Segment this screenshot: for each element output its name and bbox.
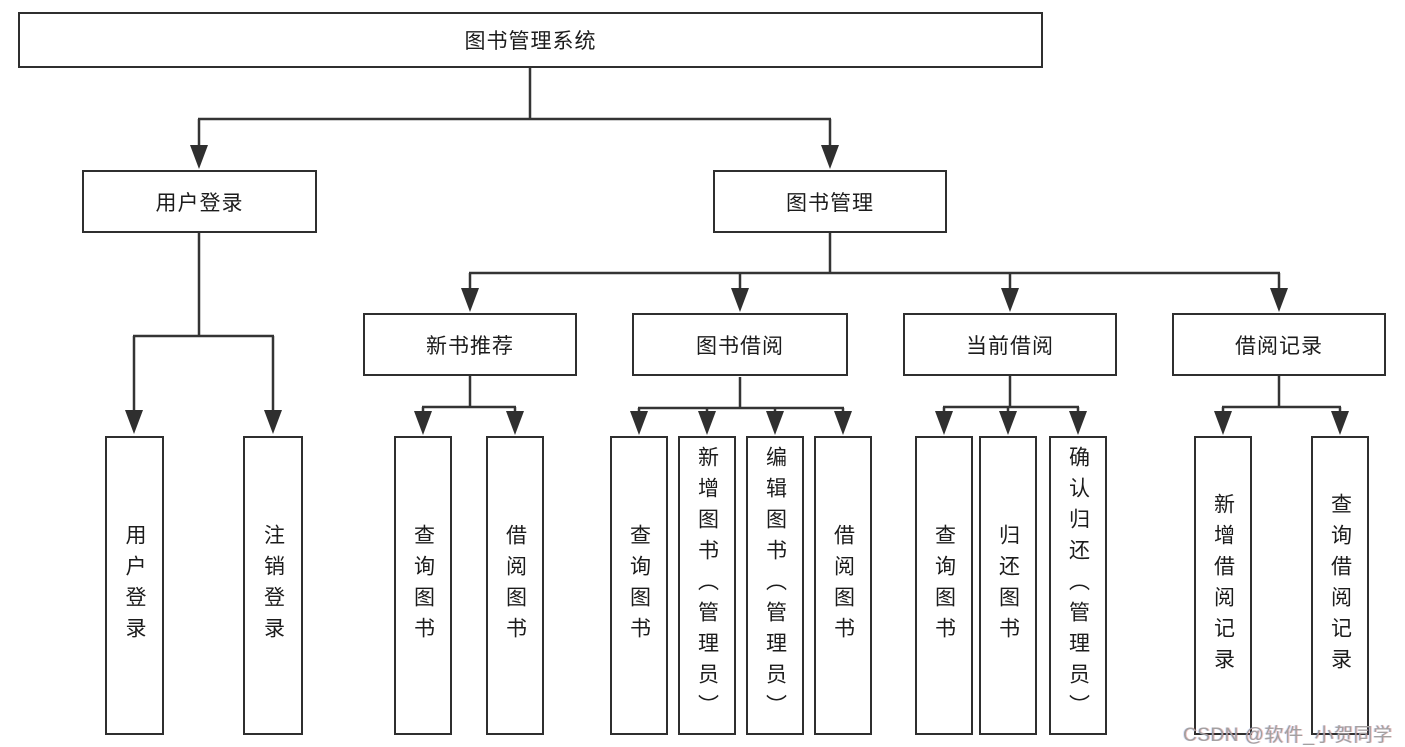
node-current-borrow-label: 当前借阅 [966, 334, 1054, 358]
leaf-user-login-label: 用户登录 [123, 523, 146, 648]
arrowhead [264, 410, 282, 434]
leaf-edit-book-admin: 编辑图书（管理员） [746, 436, 804, 735]
leaf-borrow-book: 借阅图书 [814, 436, 872, 735]
node-book-management-label: 图书管理 [786, 191, 874, 215]
leaf-confirm-return-admin-label: 确认归还（管理员） [1066, 446, 1090, 725]
arrowhead [731, 288, 749, 312]
node-user-login-label: 用户登录 [155, 191, 244, 215]
node-new-book-recommend: 新书推荐 [363, 313, 577, 376]
connector-user-login-children [125, 233, 282, 434]
connector-new-book-recommend-children [414, 376, 524, 435]
arrowhead [506, 411, 524, 435]
leaf-borrow-book-recommend: 借阅图书 [486, 436, 544, 735]
arrowhead [834, 411, 852, 435]
leaf-add-book-admin: 新增图书（管理员） [678, 436, 736, 735]
leaf-query-book-current-label: 查询图书 [932, 523, 956, 648]
leaf-logout-label: 注销登录 [261, 523, 285, 648]
leaf-confirm-return-admin: 确认归还（管理员） [1049, 436, 1107, 735]
arrowhead [1270, 288, 1288, 312]
leaf-query-book-current: 查询图书 [915, 436, 973, 735]
leaf-edit-book-admin-label: 编辑图书（管理员） [763, 446, 787, 725]
node-book-management: 图书管理 [713, 170, 947, 233]
arrowhead [698, 411, 716, 435]
arrowhead [766, 411, 784, 435]
node-new-book-recommend-label: 新书推荐 [426, 334, 514, 358]
leaf-query-borrow-record: 查询借阅记录 [1311, 436, 1369, 735]
leaf-query-borrow-record-label: 查询借阅记录 [1328, 492, 1352, 679]
connector-book-management-children [461, 233, 1288, 312]
node-root-label: 图书管理系统 [464, 30, 597, 53]
arrowhead [125, 410, 143, 434]
node-book-borrow-label: 图书借阅 [696, 334, 784, 358]
connector-book-borrow-children [630, 377, 852, 435]
arrowhead [190, 145, 208, 169]
arrowhead [630, 411, 648, 435]
leaf-add-book-admin-label: 新增图书（管理员） [695, 446, 719, 725]
node-book-borrow: 图书借阅 [632, 313, 848, 376]
arrowhead [414, 411, 432, 435]
node-borrow-record-label: 借阅记录 [1235, 334, 1323, 358]
leaf-borrow-book-label: 借阅图书 [831, 523, 855, 648]
node-borrow-record: 借阅记录 [1172, 313, 1386, 376]
node-root: 图书管理系统 [18, 12, 1043, 68]
arrowhead [1331, 411, 1349, 435]
arrowhead [461, 288, 479, 312]
leaf-logout: 注销登录 [243, 436, 303, 735]
node-user-login: 用户登录 [82, 170, 317, 233]
node-current-borrow: 当前借阅 [903, 313, 1117, 376]
watermark: CSDN @软件_小贺同学 [1183, 725, 1393, 746]
leaf-add-borrow-record: 新增借阅记录 [1194, 436, 1252, 735]
leaf-user-login: 用户登录 [105, 436, 164, 735]
arrowhead [821, 145, 839, 169]
leaf-add-borrow-record-label: 新增借阅记录 [1211, 492, 1235, 679]
leaf-query-book-recommend-label: 查询图书 [411, 523, 435, 648]
arrowhead [1069, 411, 1087, 435]
leaf-query-book-recommend: 查询图书 [394, 436, 452, 735]
connector-current-borrow-children [935, 376, 1087, 435]
leaf-return-book: 归还图书 [979, 436, 1037, 735]
leaf-return-book-label: 归还图书 [996, 523, 1020, 648]
connector-borrow-record-children [1214, 376, 1349, 435]
arrowhead [1001, 288, 1019, 312]
leaf-query-book-borrow-label: 查询图书 [627, 523, 651, 648]
leaf-query-book-borrow: 查询图书 [610, 436, 668, 735]
arrowhead [935, 411, 953, 435]
connector-root-to-level2 [190, 68, 839, 169]
arrowhead [999, 411, 1017, 435]
arrowhead [1214, 411, 1232, 435]
leaf-borrow-book-recommend-label: 借阅图书 [503, 523, 527, 648]
